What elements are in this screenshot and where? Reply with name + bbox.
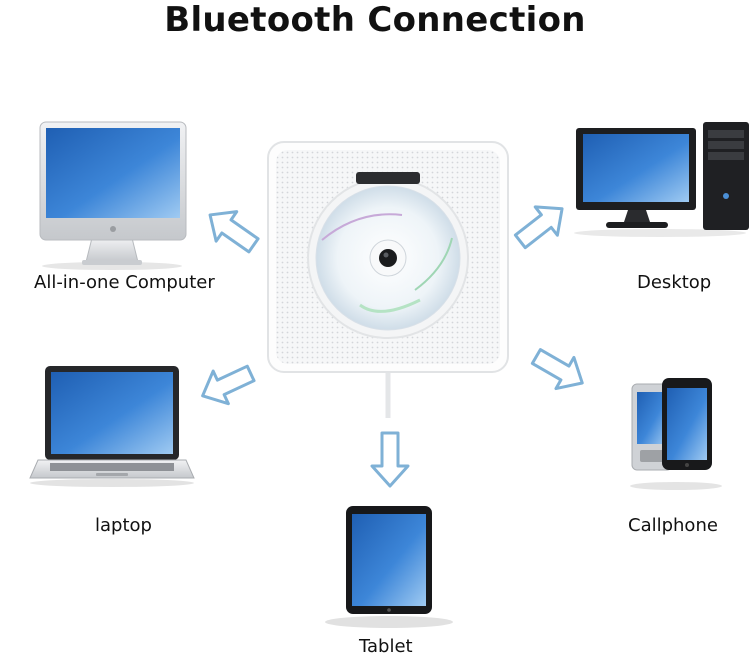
label-tablet: Tablet xyxy=(359,636,413,657)
callphone-icon xyxy=(630,378,722,490)
cd-player-icon xyxy=(267,141,509,418)
arrow-to-laptop-icon xyxy=(201,364,256,406)
label-callphone: Callphone xyxy=(628,515,718,536)
label-all-in-one-computer: All-in-one Computer xyxy=(34,272,215,293)
all-in-one-computer-icon xyxy=(39,121,187,270)
arrow-to-tablet-icon xyxy=(370,431,410,488)
laptop-icon xyxy=(29,366,195,487)
tablet-icon xyxy=(325,506,453,628)
diagram-title: Bluetooth Connection xyxy=(164,0,586,40)
arrow-to-callphone-icon xyxy=(530,348,584,391)
arrow-to-all-in-one-icon xyxy=(208,210,260,254)
arrow-to-desktop-icon xyxy=(513,205,564,250)
desktop-computer-icon xyxy=(574,122,749,237)
label-laptop: laptop xyxy=(95,515,152,536)
label-desktop: Desktop xyxy=(637,272,712,293)
